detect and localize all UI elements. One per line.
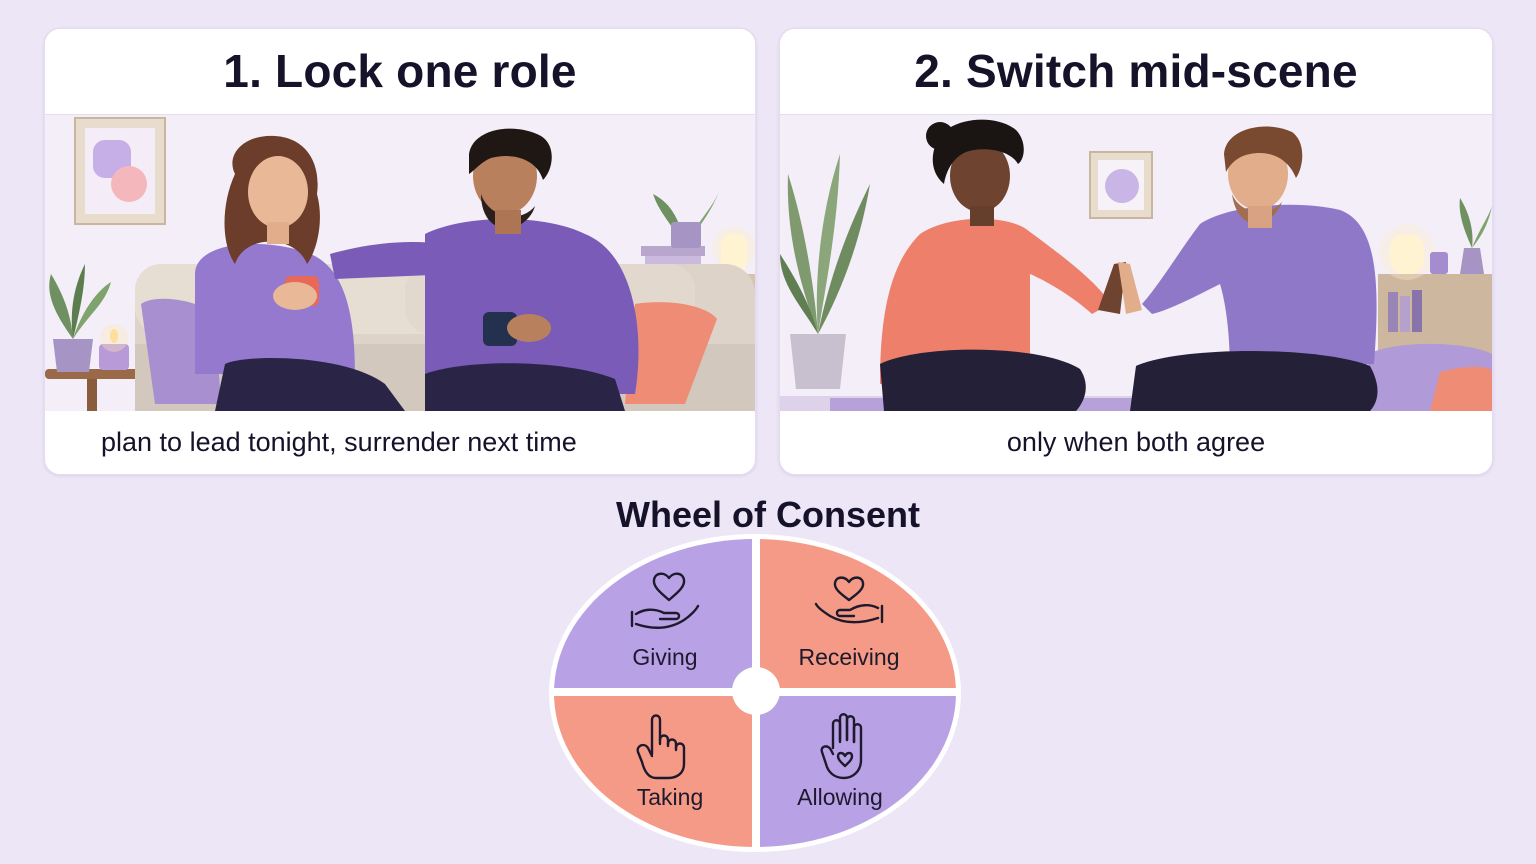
quadrant-label-taking: Taking	[637, 784, 703, 810]
wheel-center	[732, 667, 780, 715]
pointing-hand-icon	[636, 714, 686, 780]
illustration-couple-on-sofa	[45, 114, 755, 411]
man-figure	[1118, 126, 1378, 411]
hand-offering-heart-icon	[630, 572, 700, 629]
quadrant-label-giving: Giving	[632, 644, 697, 670]
wall-art	[74, 117, 166, 225]
quadrant-taking	[554, 696, 752, 847]
open-palm-heart-icon	[820, 713, 863, 780]
wheel-title: Wheel of Consent	[616, 494, 920, 535]
panel-title: 1. Lock one role	[223, 45, 577, 97]
quadrant-allowing	[760, 696, 956, 847]
quadrant-label-allowing: Allowing	[797, 784, 883, 810]
wheel-of-consent: Giving Receiving Taking Allowing	[548, 534, 962, 860]
shelf-decor	[1368, 198, 1492, 411]
illustration-couple-palms-touching	[780, 114, 1492, 411]
panel-lock-one-role: 1. Lock one role	[44, 28, 756, 475]
woman-figure	[195, 135, 405, 411]
panel-title: 2. Switch mid-scene	[914, 45, 1358, 97]
quadrant-label-receiving: Receiving	[799, 644, 900, 670]
man-figure	[330, 128, 639, 411]
panel-caption: plan to lead tonight, surrender next tim…	[101, 427, 577, 457]
panel-switch-mid-scene: 2. Switch mid-scene	[779, 28, 1493, 475]
woman-figure	[880, 119, 1126, 411]
hand-receiving-heart-icon	[814, 576, 884, 624]
wall-art	[1089, 151, 1153, 219]
panel-caption: only when both agree	[1006, 427, 1266, 457]
floor-plant	[780, 154, 870, 389]
side-table-plant	[45, 264, 145, 411]
